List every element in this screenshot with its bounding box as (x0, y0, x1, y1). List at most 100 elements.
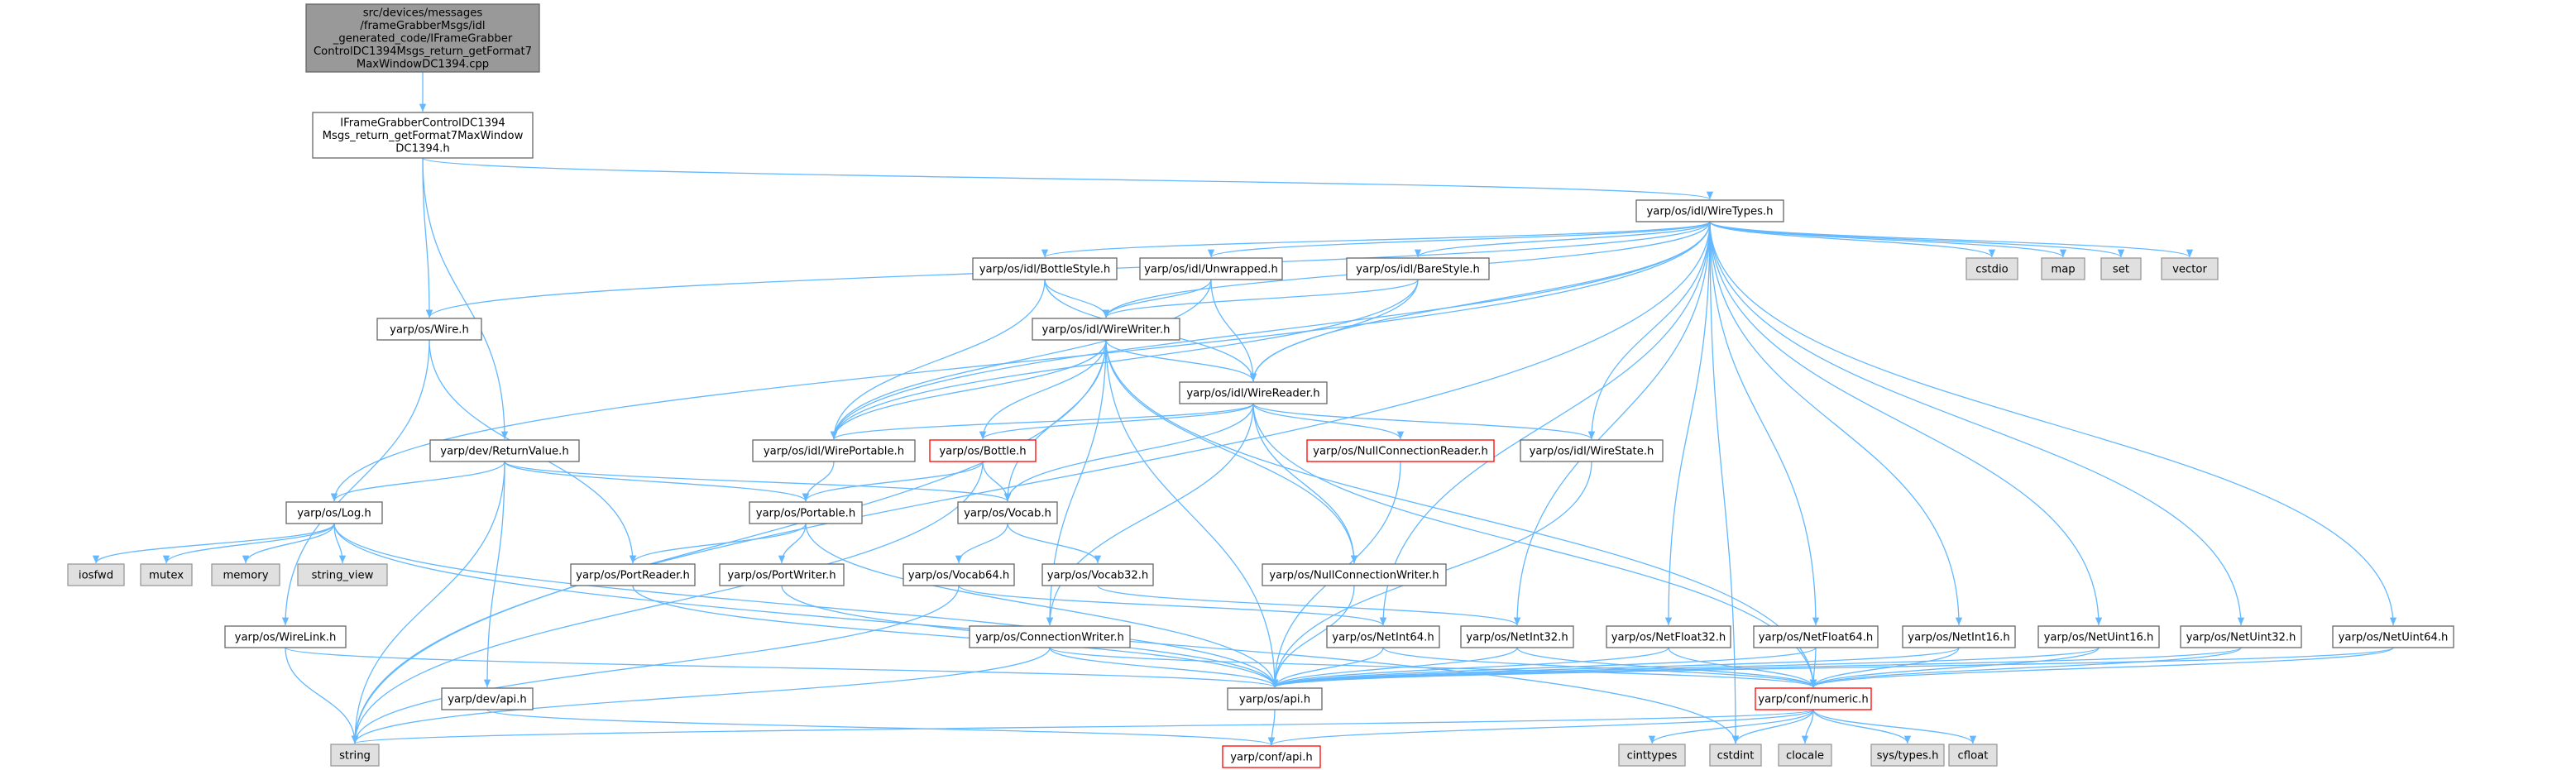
node-label: DC1394.h (395, 142, 449, 155)
node-wireportable[interactable]: yarp/os/idl/WirePortable.h (752, 439, 916, 462)
node-barestyle[interactable]: yarp/os/idl/BareStyle.h (1346, 257, 1490, 280)
edge-wiretypes-to-bottlestyle (1041, 221, 1711, 258)
node-box (1139, 257, 1283, 280)
node-memory: memory (211, 563, 280, 586)
edge-arrow (281, 339, 430, 626)
node-vocab64[interactable]: yarp/os/Vocab64.h (903, 563, 1015, 586)
edge-arrow (1709, 221, 2066, 258)
edge-arrow (1268, 709, 1814, 746)
node-netfloat64[interactable]: yarp/os/NetFloat64.h (1753, 625, 1879, 648)
edge-arrow (802, 461, 984, 502)
node-portreader[interactable]: yarp/os/PortReader.h (570, 563, 696, 586)
edge-unwrapped-to-wirereader (1210, 279, 1257, 382)
node-ifg[interactable]: IFrameGrabberControlDC1394Msgs_return_ge… (312, 112, 534, 159)
node-vocab32[interactable]: yarp/os/Vocab32.h (1041, 563, 1154, 586)
node-bottle[interactable]: yarp/os/Bottle.h (929, 439, 1037, 462)
node-label: yarp/os/NetFloat32.h (1611, 631, 1726, 643)
edge-ifg-to-wiretypes (422, 157, 1713, 200)
node-box (903, 563, 1015, 586)
node-unwrapped[interactable]: yarp/os/idl/Unwrapped.h (1139, 257, 1283, 280)
node-box (441, 687, 534, 710)
edge-arrow (1709, 221, 2193, 258)
edge-wiretypes-to-wireportable (830, 221, 1711, 440)
node-box (2161, 257, 2219, 280)
edge-connwriter-to-string (351, 647, 1051, 744)
node-label: yarp/os/NullConnectionWriter.h (1269, 569, 1439, 581)
node-osapi[interactable]: yarp/os/api.h (1227, 687, 1323, 710)
edge-osapi-to-confapi (1267, 709, 1276, 746)
edge-vocab64-to-netint64 (958, 585, 1386, 626)
node-wirereader[interactable]: yarp/os/idl/WireReader.h (1179, 381, 1328, 404)
node-box (929, 439, 1037, 462)
node-box (1755, 687, 1872, 710)
edge-wiretypes-to-cstdint (1709, 221, 1740, 744)
node-netint64[interactable]: yarp/os/NetInt64.h (1326, 625, 1440, 648)
node-bottlestyle[interactable]: yarp/os/idl/BottleStyle.h (972, 257, 1118, 280)
edge-arrow (955, 523, 1008, 564)
node-label: yarp/os/idl/BareStyle.h (1356, 263, 1480, 275)
node-netuint16[interactable]: yarp/os/NetUint16.h (2037, 625, 2160, 648)
node-box (972, 257, 1118, 280)
edge-arrow (1252, 403, 1595, 440)
node-wirelink[interactable]: yarp/os/WireLink.h (224, 625, 347, 648)
node-box (749, 501, 863, 524)
edge-arrow (1382, 647, 1817, 688)
edge-arrow (1249, 279, 1419, 382)
node-box (1778, 744, 1832, 767)
edge-wirereader-to-nullconnreader (1252, 403, 1405, 440)
node-box (285, 501, 383, 524)
node-label: map (2051, 263, 2075, 275)
node-returnvalue[interactable]: yarp/dev/ReturnValue.h (429, 439, 580, 462)
edge-arrow (351, 221, 1711, 744)
node-netuint64[interactable]: yarp/os/NetUint64.h (2332, 625, 2454, 648)
node-wire[interactable]: yarp/os/Wire.h (376, 318, 482, 341)
node-wiretypes[interactable]: yarp/os/idl/WireTypes.h (1635, 199, 1784, 222)
node-portable[interactable]: yarp/os/Portable.h (749, 501, 863, 524)
edge-arrow (802, 461, 835, 502)
node-label: yarp/os/NetInt16.h (1908, 631, 2009, 643)
node-label: /frameGrabberMsgs/idl (360, 20, 485, 32)
node-label: yarp/os/idl/WirePortable.h (764, 445, 904, 457)
edge-ifg-to-returnvalue (422, 157, 509, 440)
node-box (1227, 687, 1323, 710)
node-nullconnreader[interactable]: yarp/os/NullConnectionReader.h (1306, 439, 1495, 462)
node-log[interactable]: yarp/os/Log.h (285, 501, 383, 524)
node-box (297, 563, 388, 586)
edge-wiretypes-to-cstdio (1709, 221, 1996, 258)
node-nullconnwriter[interactable]: yarp/os/NullConnectionWriter.h (1262, 563, 1447, 586)
node-label: cstdint (1717, 749, 1755, 762)
node-box (1966, 257, 2018, 280)
edge-arrow (1809, 647, 2100, 688)
edge-wiretypes-to-netint32 (1513, 221, 1711, 626)
node-box (1902, 625, 2016, 648)
node-map: map (2041, 257, 2085, 280)
node-root[interactable]: src/devices/messages/frameGrabberMsgs/id… (305, 3, 540, 73)
node-netint32[interactable]: yarp/os/NetInt32.h (1460, 625, 1574, 648)
edge-wiretypes-to-string (351, 221, 1711, 744)
edge-arrow (1709, 221, 1996, 258)
edge-arrow (1709, 221, 1740, 744)
node-vector: vector (2161, 257, 2219, 280)
node-label: yarp/os/Log.h (297, 507, 371, 519)
edge-unwrapped-to-wireportable (830, 279, 1212, 440)
node-wirestate[interactable]: yarp/os/idl/WireState.h (1520, 439, 1664, 462)
node-wirewriter[interactable]: yarp/os/idl/WireWriter.h (1032, 318, 1180, 341)
node-connwriter[interactable]: yarp/os/ConnectionWriter.h (969, 625, 1131, 648)
edge-wirewriter-to-numeric (1105, 339, 1817, 688)
edge-netint32-to-osapi (1271, 647, 1518, 688)
node-mutex: mutex (140, 563, 193, 586)
edge-netuint64-to-numeric (1810, 647, 2394, 688)
node-netint16[interactable]: yarp/os/NetInt16.h (1902, 625, 2016, 648)
node-box (224, 625, 347, 648)
node-netuint32[interactable]: yarp/os/NetUint32.h (2180, 625, 2302, 648)
node-label: yarp/os/NetInt32.h (1466, 631, 1568, 643)
node-numeric[interactable]: yarp/conf/numeric.h (1755, 687, 1872, 710)
node-devapi[interactable]: yarp/dev/api.h (441, 687, 534, 710)
node-vocab[interactable]: yarp/os/Vocab.h (957, 501, 1058, 524)
edge-arrow (1097, 585, 1520, 626)
node-netfloat32[interactable]: yarp/os/NetFloat32.h (1606, 625, 1731, 648)
node-portwriter[interactable]: yarp/os/PortWriter.h (719, 563, 845, 586)
node-box (67, 563, 125, 586)
node-label: yarp/os/api.h (1239, 693, 1310, 705)
node-confapi[interactable]: yarp/conf/api.h (1222, 745, 1321, 768)
